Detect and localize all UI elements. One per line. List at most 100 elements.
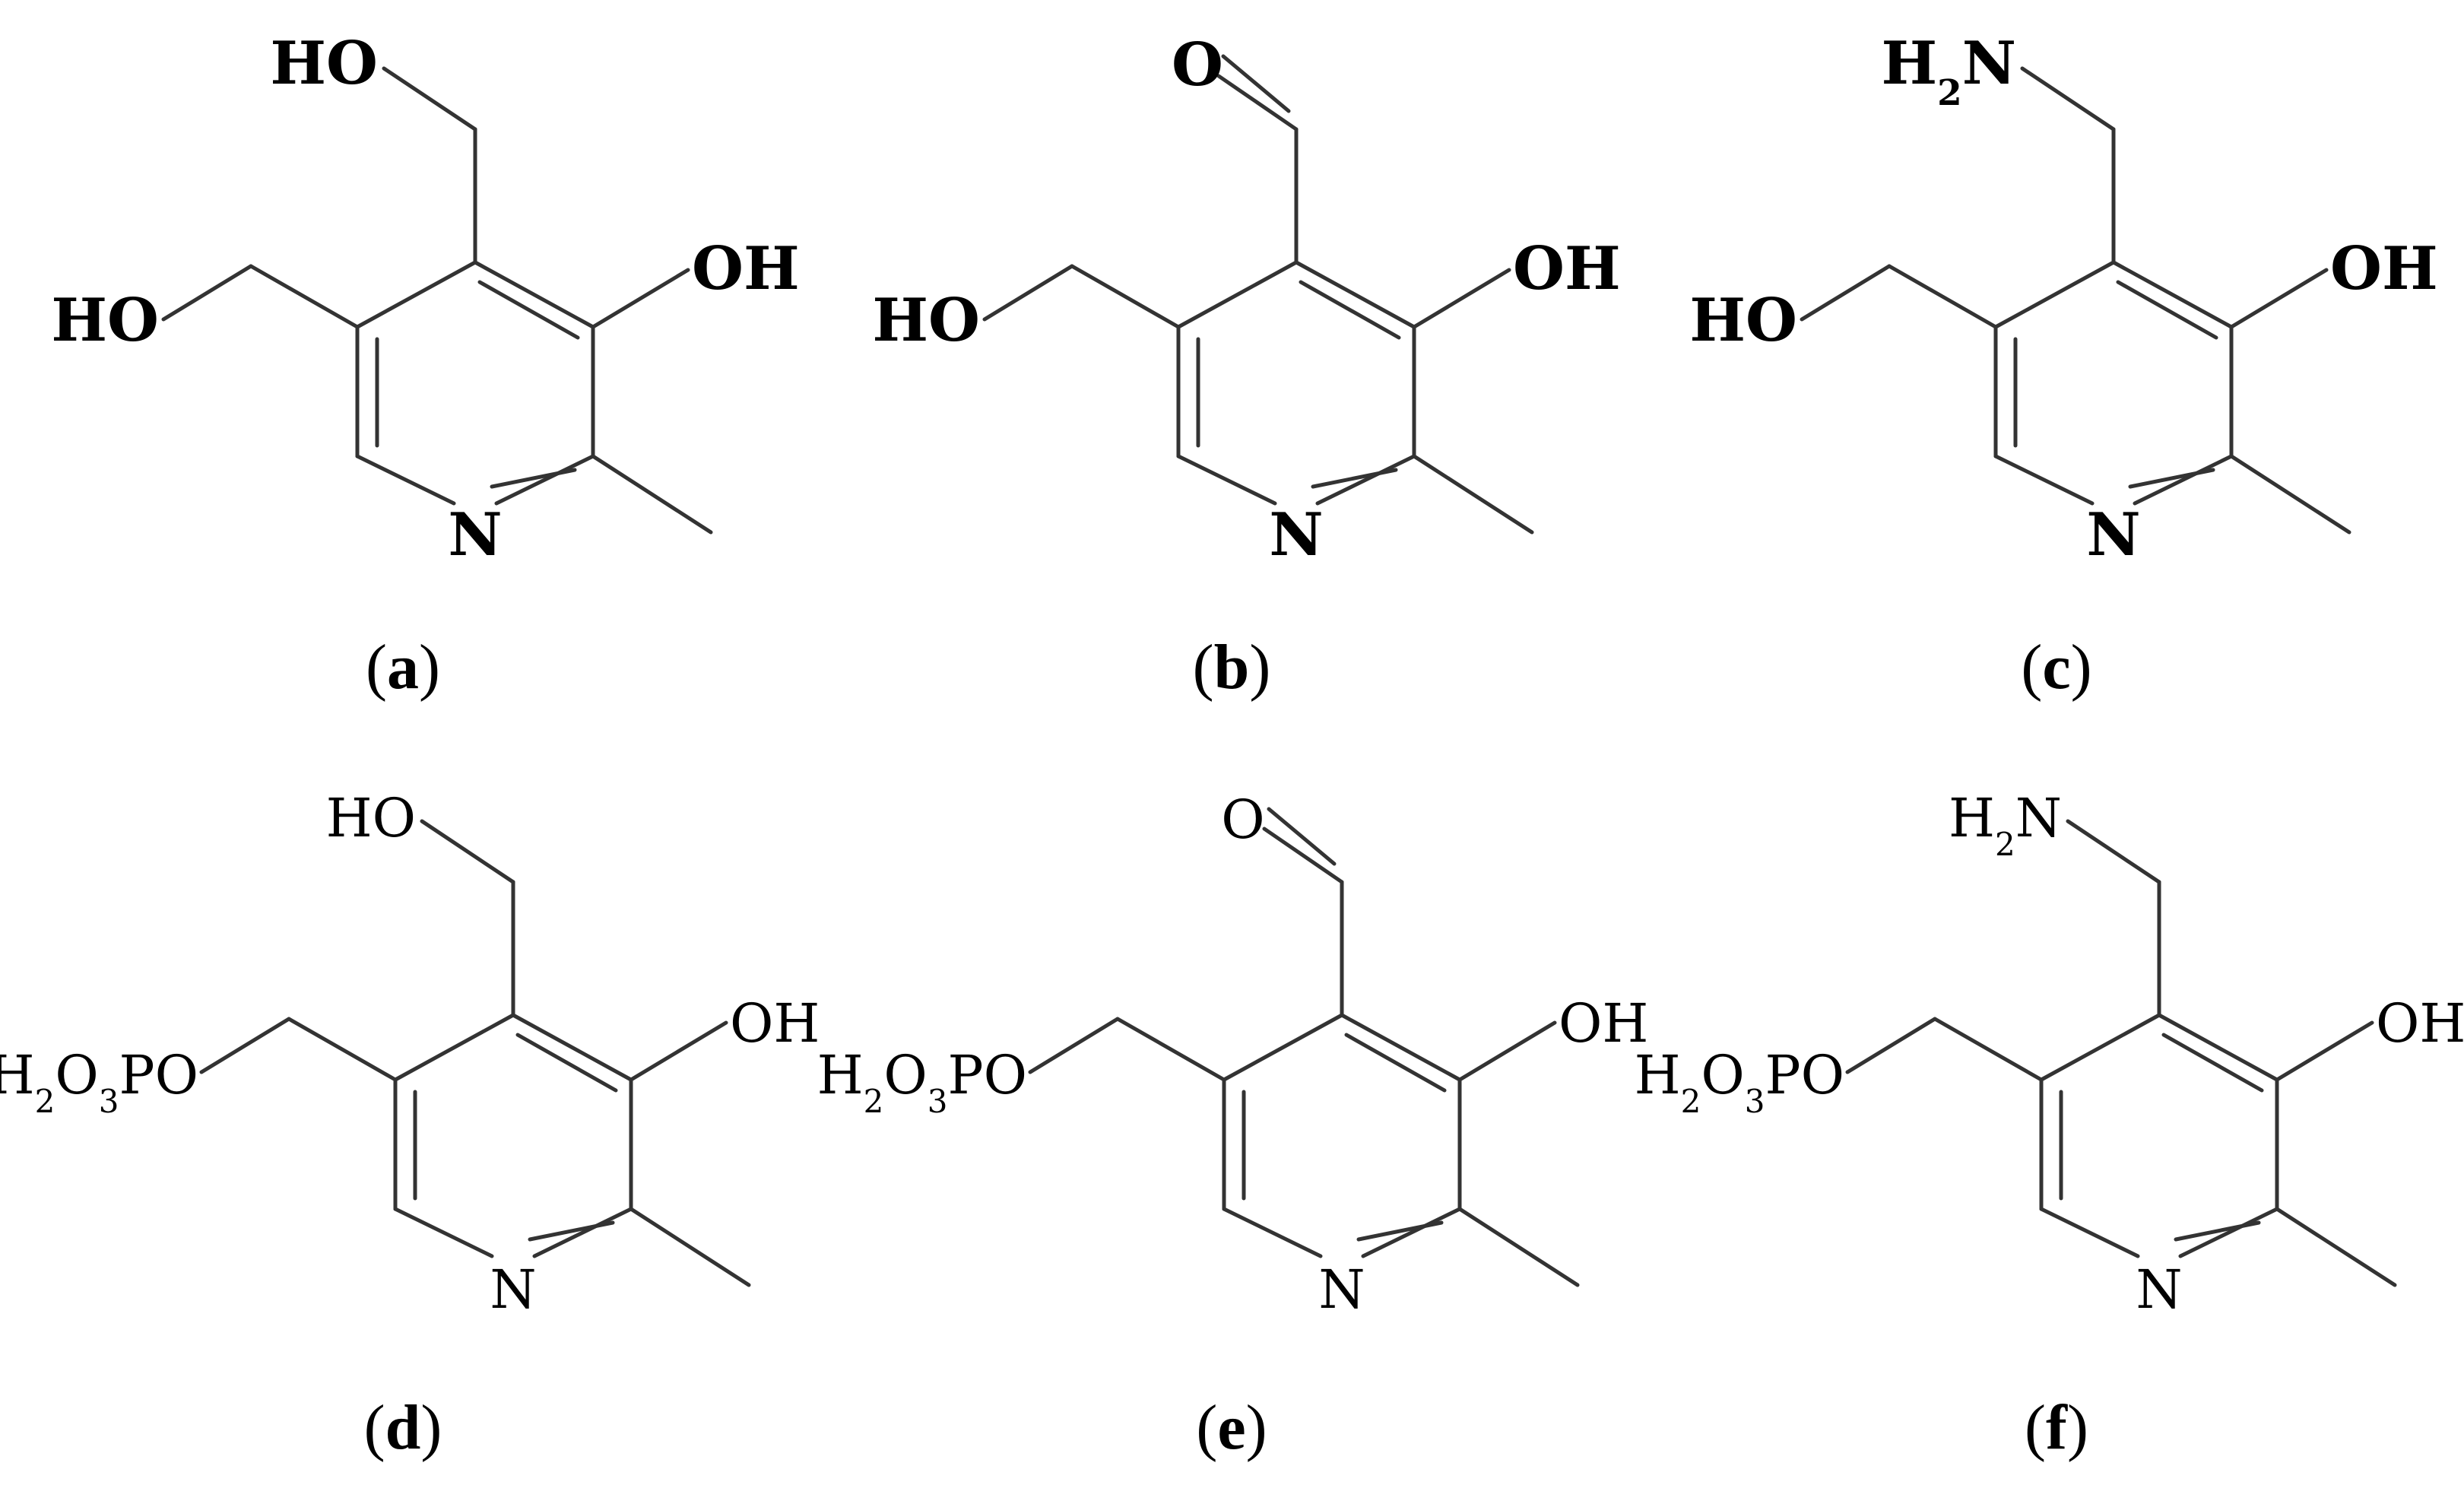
hydroxyl-label: OH [692,234,800,303]
c5-methylene-bond [1887,264,1998,329]
panel-label-c: (c) [2021,632,2091,703]
aldehyde-double-bond-inner [1267,807,1337,866]
aldehyde-double-bond-outer [1216,74,1299,132]
ring-double-c2-n1 [490,468,577,489]
side-hydroxymethyl-label: HO [872,286,980,355]
c5-oxygen-bond [1845,1017,1937,1074]
side-hydroxymethyl-label: HO [1689,286,1797,355]
panel-label-a: (a) [366,632,440,703]
amino-label: H2N [1949,787,2062,863]
ring-bond-n1-c6 [1993,454,2095,506]
ring-double-c2-n1 [528,1220,615,1242]
ring-bond-c5-c4 [1993,260,2116,329]
c5-methylene-bond [1933,1017,2044,1082]
aminomethyl-bond [2020,66,2116,132]
phosphate-label: H2O3PO [0,1044,198,1120]
ring-nitrogen-label: N [2136,1258,2182,1321]
ring-bond-c5-c4 [1176,260,1299,329]
c5-methylene-bond [1115,1017,1226,1082]
hydroxyl-bond [1457,1020,1557,1082]
methyl-bond [2275,1207,2397,1287]
phosphate-label: H2O3PO [817,1044,1027,1120]
methyl-bond [591,454,713,535]
hydroxyl-label: OH [1559,992,1648,1055]
structure-d: N OH HO H2O3PO (d) [0,787,820,1463]
ring-nitrogen-label: N [1318,1258,1365,1321]
ring-double-c4-c3 [1344,1033,1447,1093]
ring-bond-n1-c6 [2039,1207,2140,1258]
ring-nitrogen-label: N [448,500,502,570]
ring-bond-n1-c6 [1176,454,1277,506]
hydroxyl-bond [591,268,690,329]
hydroxymethyl-label: HO [326,787,416,849]
ring-bond-n1-c6 [393,1207,494,1258]
c5-methylene-bond [287,1017,398,1082]
ring-nitrogen-label: N [490,1258,536,1321]
c5-oxygen-bond [1028,1017,1120,1074]
aldehyde-double-bond-inner [1221,54,1291,113]
ring-bond-c2-n1 [494,454,595,506]
aldehyde-double-bond-outer [1262,827,1344,884]
hydroxyl-bond [2229,268,2329,329]
methyl-bond [1457,1207,1580,1287]
ring-double-c2-n1 [2128,468,2215,489]
ring-bond-c2-n1 [2178,1207,2279,1258]
side-hydroxymethyl-label: HO [51,286,159,355]
hydroxymethyl-bond [382,66,477,132]
panel-label-e: (e) [1196,1392,1267,1463]
methyl-bond [629,1207,751,1287]
structure-a: N OH HO HO (a) [51,29,799,703]
structure-e: N OH O H2O3PO (e) [817,789,1649,1463]
ring-double-c4-c3 [515,1033,618,1093]
structure-c: N OH H2N HO (c) [1689,29,2437,703]
hydroxyl-bond [2275,1020,2374,1082]
ring-bond-c4-c3 [511,1013,633,1082]
ring-double-c4-c3 [2161,1033,2264,1093]
methyl-bond [1412,454,1534,535]
ring-nitrogen-label: N [2086,500,2140,570]
ring-bond-c5-c4 [393,1013,515,1082]
ring-double-c4-c3 [477,280,580,340]
ring-bond-c2-n1 [1315,454,1416,506]
hydroxyl-bond [629,1020,728,1082]
ring-bond-c4-c3 [1294,260,1416,329]
ring-bond-c4-c3 [473,260,595,329]
hydroxyl-label: OH [1513,234,1621,303]
hydroxyl-label: OH [2330,234,2438,303]
ring-bond-c2-n1 [532,1207,633,1258]
ring-nitrogen-label: N [1269,500,1323,570]
hydroxymethyl-label: HO [270,29,378,98]
c5-oxygen-bond [161,264,253,322]
c5-methylene-bond [1070,264,1181,329]
panel-label-d: (d) [364,1392,442,1463]
amino-label: H2N [1881,29,2016,114]
ring-double-c2-n1 [1356,1220,1444,1242]
aminomethyl-bond [2066,819,2161,884]
ring-bond-n1-c6 [355,454,456,506]
panel-label-f: (f) [2025,1392,2088,1463]
c5-oxygen-bond [1800,264,1892,322]
ring-bond-c4-c3 [1340,1013,1462,1082]
ring-bond-c5-c4 [1222,1013,1344,1082]
ring-double-c2-n1 [2174,1220,2261,1242]
ring-bond-c5-c4 [2039,1013,2161,1082]
ring-double-c4-c3 [2116,280,2218,340]
hydroxyl-label: OH [2376,992,2464,1055]
ring-bond-c2-n1 [2133,454,2234,506]
phosphate-label: H2O3PO [1635,1044,1844,1120]
hydroxymethyl-bond [420,819,515,884]
aldehyde-oxygen-label: O [1221,789,1264,851]
ring-bond-c4-c3 [2111,260,2234,329]
ring-bond-n1-c6 [1222,1207,1323,1258]
panel-label-b: (b) [1193,632,1271,703]
structure-f: N OH H2N H2O3PO (f) [1635,787,2464,1463]
hydroxyl-label: OH [730,992,820,1055]
ring-double-c4-c3 [1299,280,1401,340]
c5-methylene-bond [249,264,360,329]
hydroxyl-bond [1412,268,1511,329]
ring-double-c2-n1 [1311,468,1398,489]
c5-oxygen-bond [199,1017,291,1074]
ring-bond-c4-c3 [2157,1013,2279,1082]
